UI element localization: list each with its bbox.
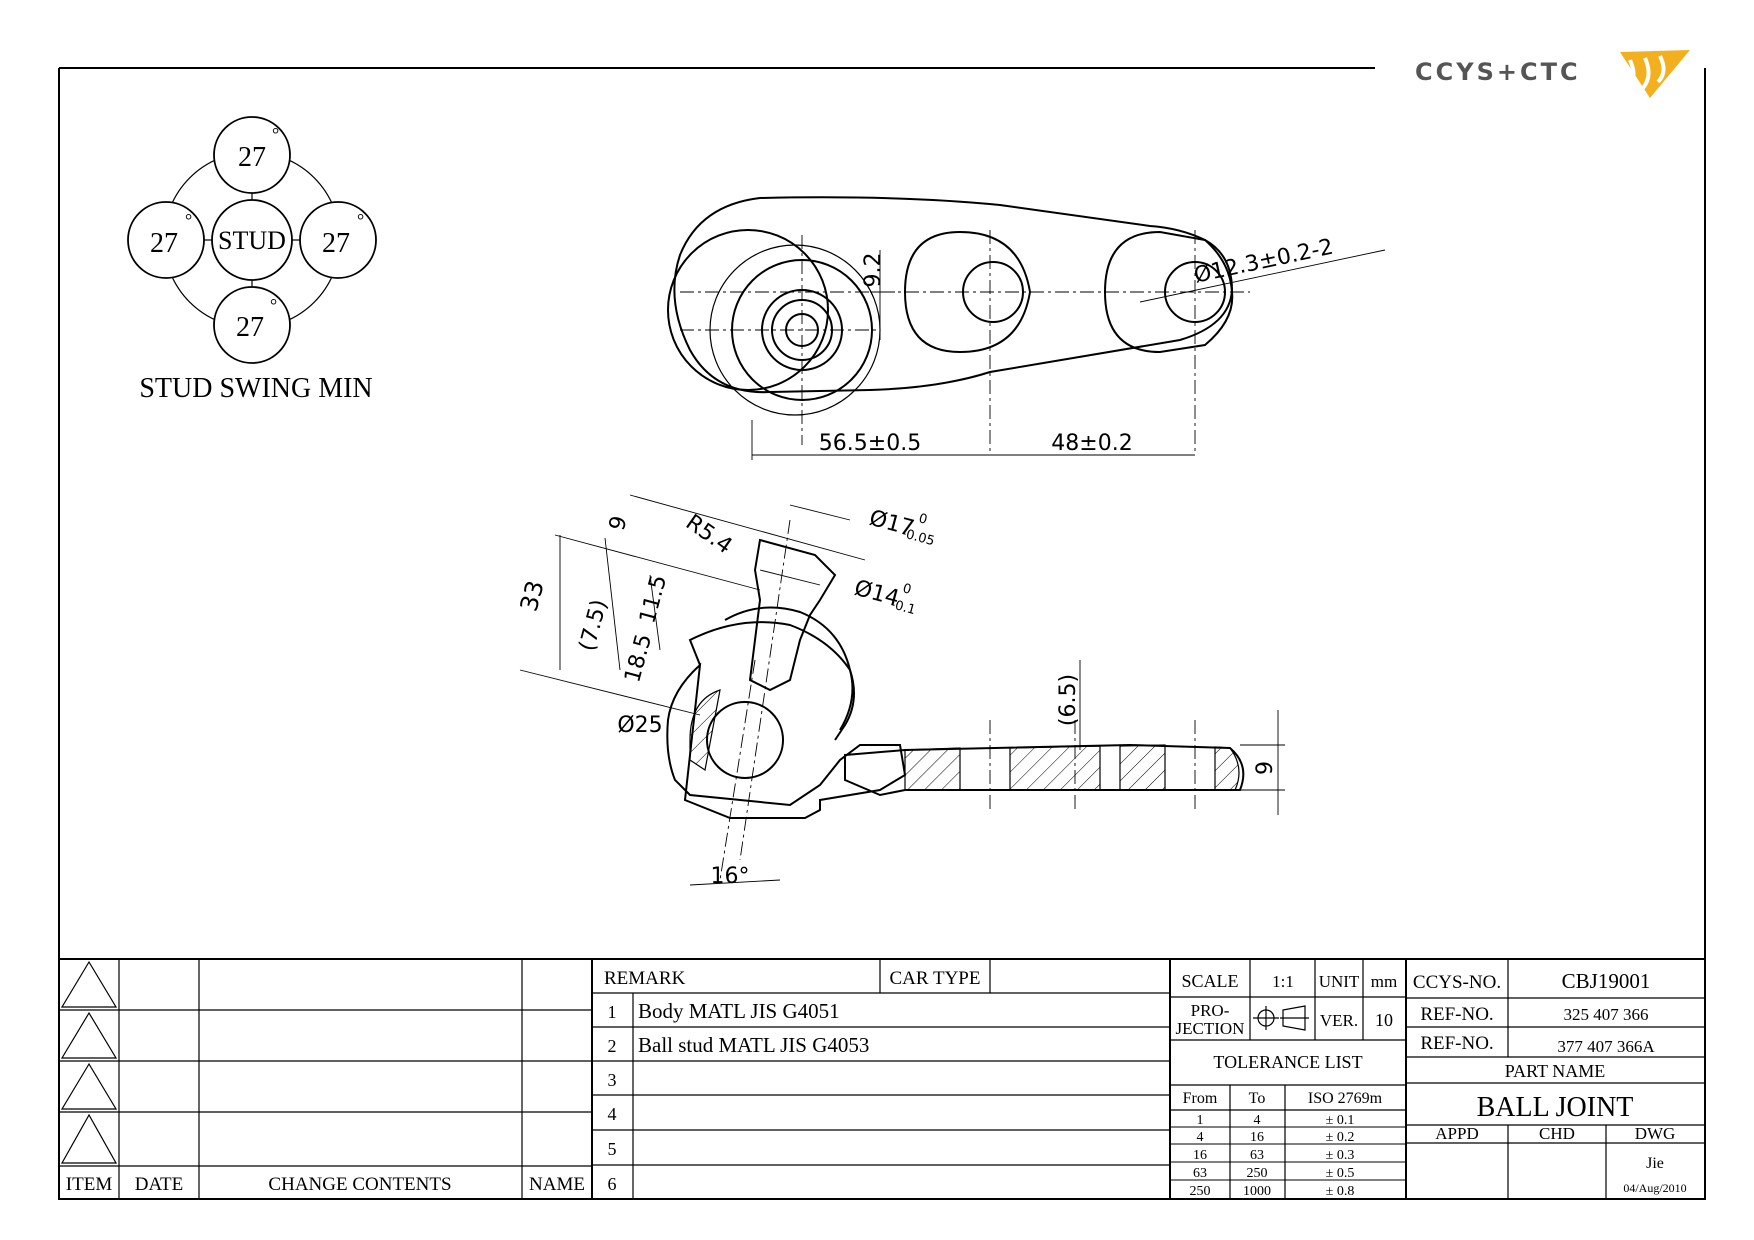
svg-text:1: 1 (608, 1002, 617, 1022)
chd-label: CHD (1539, 1124, 1575, 1143)
projection-label-1: PRO- (1191, 1001, 1230, 1020)
dwg-label: DWG (1635, 1124, 1676, 1143)
dim-9-2: 9.2 (861, 253, 886, 288)
svg-text:250: 250 (1247, 1166, 1268, 1181)
svg-text:6: 6 (608, 1174, 617, 1194)
scale-label: SCALE (1181, 971, 1238, 991)
dim-6-5: (6.5) (1056, 674, 1081, 726)
svg-text:63: 63 (1193, 1166, 1207, 1181)
stud-swing-diagram: 27 ° 27 ° 27 ° 27 ° STUD STUD SWING MIN (127, 116, 377, 404)
swing-top-value: 27 (238, 142, 266, 173)
swing-center-label: STUD (218, 226, 286, 255)
dim-9-right: 9 (1253, 761, 1278, 775)
remark-row-1: Body MATL JIS G4051 (638, 999, 840, 1023)
rev-change-header: CHANGE CONTENTS (268, 1174, 451, 1195)
dim-48: 48±0.2 (1051, 431, 1132, 456)
unit-value: mm (1371, 972, 1397, 991)
ref2-label: REF-NO. (1420, 1033, 1493, 1054)
dim-dia-17-tol-upper: 0 (917, 511, 929, 528)
dim-dia-14-tol-upper: 0 (901, 581, 913, 598)
tol-iso-header: ISO 2769m (1308, 1090, 1383, 1107)
remark-header: REMARK (604, 968, 686, 989)
svg-text:2: 2 (608, 1036, 617, 1056)
appd-label: APPD (1435, 1124, 1478, 1143)
title-block: CCYS-NO. CBJ19001 REF-NO. 325 407 366 RE… (1405, 958, 1706, 1200)
dim-33: 33 (515, 578, 550, 615)
dim-dia-17-tol-lower: -0.05 (900, 526, 936, 549)
svg-text:1: 1 (1197, 1113, 1204, 1128)
tol-to-header: To (1249, 1090, 1266, 1107)
svg-text:± 0.8: ± 0.8 (1326, 1184, 1355, 1199)
dim-18-5: 18.5 (620, 631, 657, 685)
car-type-label: CAR TYPE (890, 968, 981, 989)
dim-dia-12-3: Ø12.3±0.2-2 (1192, 235, 1336, 289)
section-view: 9 R5.4 Ø17 0 -0.05 Ø14 0 -0.1 33 (7.5) 1… (515, 494, 1285, 889)
ref2-value: 377 407 366A (1557, 1037, 1655, 1056)
rev-name-header: NAME (529, 1174, 585, 1195)
svg-text:5: 5 (608, 1139, 617, 1159)
ref1-label: REF-NO. (1420, 1004, 1493, 1025)
svg-text:± 0.5: ± 0.5 (1326, 1166, 1355, 1181)
drawer-name: Jie (1646, 1155, 1664, 1172)
swing-bottom-value: 27 (236, 312, 264, 343)
part-name-label: PART NAME (1505, 1061, 1605, 1081)
first-angle-projection-icon (1253, 1005, 1309, 1031)
svg-text:1000: 1000 (1243, 1184, 1271, 1199)
rev-date-header: DATE (135, 1174, 184, 1195)
svg-text:250: 250 (1190, 1184, 1211, 1199)
ver-value: 10 (1375, 1010, 1393, 1030)
dim-9: 9 (605, 513, 633, 533)
dim-16-deg: 16° (711, 864, 750, 889)
info-block: SCALE 1:1 UNIT mm PRO- JECTION VER. 10 T… (1169, 958, 1407, 1200)
dim-11-5: 11.5 (635, 572, 672, 626)
scale-value: 1:1 (1272, 972, 1294, 991)
ref1-value: 325 407 366 (1564, 1005, 1649, 1024)
dim-dia-14-tol-lower: -0.1 (889, 597, 917, 618)
logo-mark-icon (1620, 50, 1690, 98)
part-name: BALL JOINT (1477, 1092, 1634, 1123)
svg-text:± 0.2: ± 0.2 (1326, 1130, 1355, 1145)
revision-triangles (60, 960, 118, 1164)
dim-dia-25: Ø25 (617, 713, 662, 738)
dim-56-5: 56.5±0.5 (819, 431, 921, 456)
drawing-date: 04/Aug/2010 (1623, 1181, 1686, 1195)
dim-7-5: (7.5) (575, 597, 613, 654)
svg-text:± 0.3: ± 0.3 (1326, 1148, 1355, 1163)
company-logo: CCYS+CTC (1415, 50, 1690, 98)
svg-text:16: 16 (1250, 1130, 1264, 1145)
top-view: 9.2 Ø12.3±0.2-2 56.5±0.5 48±0.2 (667, 196, 1386, 460)
projection-label-2: JECTION (1176, 1019, 1245, 1038)
swing-right-value: 27 (322, 228, 350, 259)
rev-item-header: ITEM (66, 1174, 113, 1195)
tolerance-title: TOLERANCE LIST (1213, 1052, 1362, 1072)
svg-text:°: ° (357, 210, 364, 230)
ccys-no-label: CCYS-NO. (1413, 972, 1501, 993)
remark-row-2: Ball stud MATL JIS G4053 (638, 1033, 869, 1057)
svg-text:4: 4 (608, 1104, 617, 1124)
svg-text:± 0.1: ± 0.1 (1326, 1113, 1355, 1128)
logo-text: CCYS+CTC (1415, 58, 1581, 86)
remark-block: REMARK CAR TYPE 1 Body MATL JIS G4051 2 … (591, 958, 1171, 1200)
svg-text:4: 4 (1254, 1113, 1261, 1128)
svg-text:4: 4 (1197, 1130, 1204, 1145)
swing-caption: STUD SWING MIN (139, 373, 372, 404)
svg-text:°: ° (185, 210, 192, 230)
dim-r5-4: R5.4 (681, 510, 737, 559)
swing-left-value: 27 (150, 228, 178, 259)
tol-from-header: From (1183, 1090, 1218, 1107)
svg-text:63: 63 (1250, 1148, 1264, 1163)
svg-text:16: 16 (1193, 1148, 1207, 1163)
unit-label: UNIT (1319, 972, 1360, 991)
svg-text:°: ° (270, 295, 277, 315)
svg-text:°: ° (272, 124, 279, 144)
ccys-no-value: CBJ19001 (1562, 969, 1651, 993)
svg-text:3: 3 (608, 1070, 617, 1090)
revision-block: ITEM DATE CHANGE CONTENTS NAME (58, 958, 593, 1200)
ver-label: VER. (1320, 1011, 1358, 1030)
